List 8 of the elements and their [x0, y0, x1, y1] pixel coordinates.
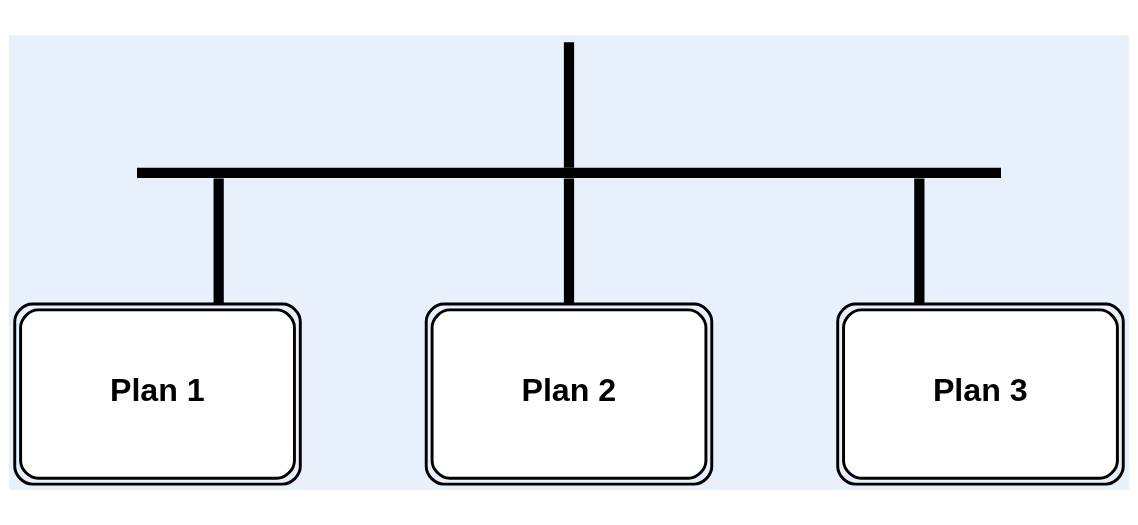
connector [563, 178, 575, 304]
node-bar [137, 167, 1001, 179]
node-box: Plan 1 [13, 302, 302, 486]
connector [563, 42, 575, 168]
node-box: Plan 3 [836, 302, 1125, 486]
connector [213, 178, 224, 304]
node-box: Plan 2 [424, 302, 714, 486]
connector [914, 178, 925, 304]
